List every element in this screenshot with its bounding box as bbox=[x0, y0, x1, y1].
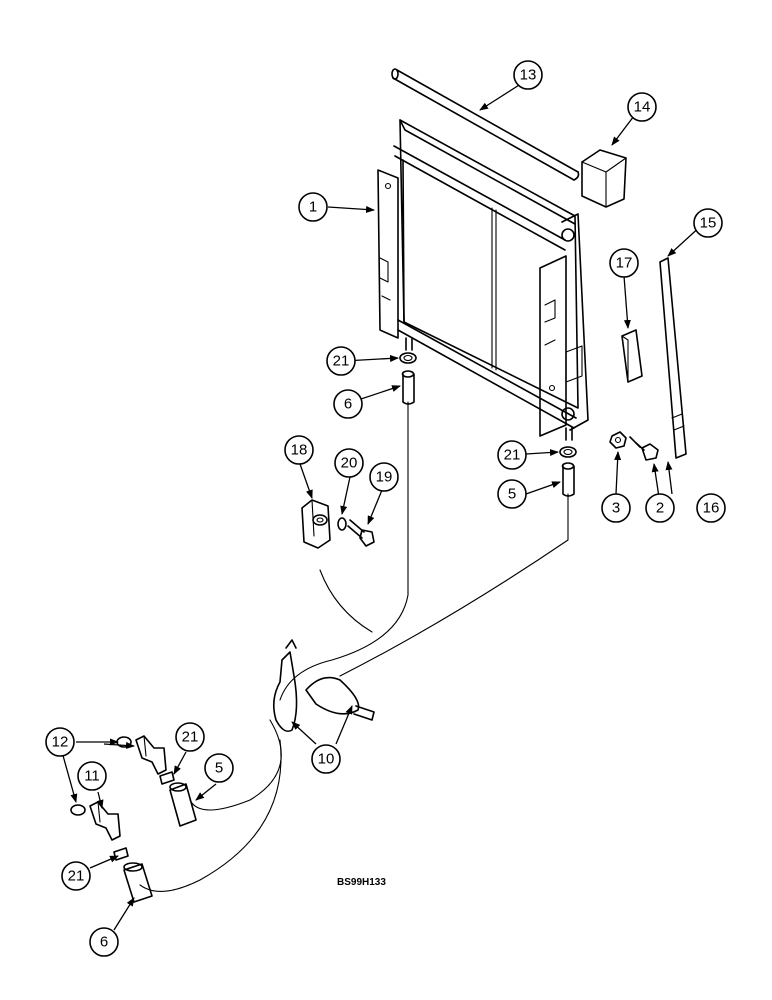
hose-clamp-part bbox=[399, 352, 577, 458]
hose-part bbox=[401, 370, 575, 497]
cushion-clamp-part bbox=[272, 639, 375, 733]
callout-13: 13 bbox=[513, 60, 543, 90]
callout-6-upper: 6 bbox=[333, 389, 363, 419]
callout-label: 5 bbox=[215, 760, 223, 777]
callout-11: 11 bbox=[77, 761, 107, 791]
callout-label: 6 bbox=[100, 934, 108, 951]
callout-label: 17 bbox=[616, 255, 633, 272]
callout-label: 15 bbox=[700, 215, 717, 232]
callout-label: 21 bbox=[68, 868, 85, 885]
callout-label: 21 bbox=[182, 729, 199, 746]
callout-3: 3 bbox=[601, 493, 631, 523]
callout-15: 15 bbox=[693, 208, 723, 238]
hose-routing-line bbox=[139, 401, 569, 892]
callout-14: 14 bbox=[627, 92, 657, 122]
callout-21-upper-left: 21 bbox=[326, 346, 356, 376]
rod-part bbox=[391, 68, 580, 181]
callout-2: 2 bbox=[645, 493, 675, 523]
bolt-part bbox=[629, 436, 659, 461]
callout-6-lower: 6 bbox=[89, 927, 119, 957]
callout-18: 18 bbox=[284, 435, 314, 465]
small-hose-clamp-part bbox=[113, 771, 175, 861]
callout-12: 12 bbox=[45, 727, 75, 757]
foam-block-part bbox=[581, 149, 627, 208]
callout-21-upper-right: 21 bbox=[497, 440, 527, 470]
callout-label: 18 bbox=[291, 442, 308, 459]
seal-strip-part bbox=[659, 257, 687, 459]
drawing-reference-code: BS99H133 bbox=[337, 877, 386, 888]
seal-block-part bbox=[621, 329, 643, 383]
mounting-bracket-part bbox=[301, 499, 331, 549]
callout-1: 1 bbox=[298, 192, 328, 222]
callout-5-upper: 5 bbox=[497, 479, 527, 509]
callout-19: 19 bbox=[369, 462, 399, 492]
callout-label: 10 bbox=[318, 751, 335, 768]
callout-21-lower-mid: 21 bbox=[175, 722, 205, 752]
callout-5-lower: 5 bbox=[204, 753, 234, 783]
callout-label: 20 bbox=[341, 455, 358, 472]
callout-21-lower-left: 21 bbox=[61, 861, 91, 891]
callout-label: 3 bbox=[612, 500, 620, 517]
washer-part bbox=[337, 517, 347, 531]
cooler-core-part bbox=[377, 119, 589, 441]
callout-17: 17 bbox=[609, 248, 639, 278]
nut-part bbox=[609, 431, 627, 449]
callout-label: 12 bbox=[52, 734, 69, 751]
callout-label: 2 bbox=[656, 500, 664, 517]
callout-label: 1 bbox=[309, 199, 317, 216]
callout-label: 5 bbox=[508, 486, 516, 503]
callout-16: 16 bbox=[696, 493, 726, 523]
callout-label: 19 bbox=[376, 469, 393, 486]
callout-10: 10 bbox=[311, 744, 341, 774]
callout-label: 14 bbox=[634, 99, 651, 116]
callout-label: 11 bbox=[84, 768, 100, 785]
callout-label: 13 bbox=[520, 67, 537, 84]
callout-label: 16 bbox=[703, 500, 720, 517]
callout-label: 21 bbox=[333, 353, 350, 370]
capscrew-part bbox=[347, 519, 375, 547]
hose-end-part bbox=[123, 782, 197, 903]
elbow-fitting-part bbox=[89, 735, 167, 841]
callout-label: 21 bbox=[504, 447, 521, 464]
callout-label: 6 bbox=[344, 396, 352, 413]
callout-20: 20 bbox=[334, 448, 364, 478]
